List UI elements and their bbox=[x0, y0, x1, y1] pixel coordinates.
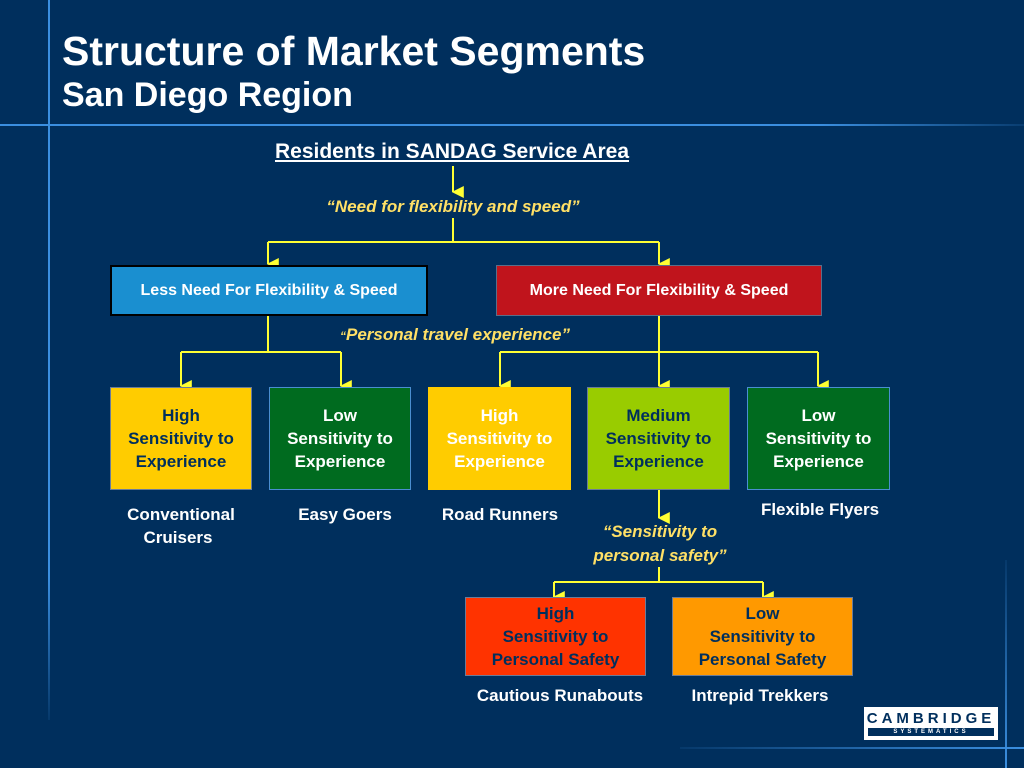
node-line: Sensitivity to bbox=[605, 429, 712, 448]
segment-road-runners: Road Runners bbox=[441, 505, 559, 524]
question-safety-line: “Sensitivity to bbox=[602, 522, 718, 541]
node-line: Sensitivity to bbox=[287, 429, 393, 448]
segment-cautious-runabouts: Cautious Runabouts bbox=[476, 686, 644, 705]
logo-top-text: CAMBRIDGE bbox=[866, 710, 996, 727]
node-line: High bbox=[536, 604, 575, 623]
question-safety: “Sensitivity to personal safety” bbox=[570, 520, 750, 568]
more-need-box: More Need For Flexibility & Speed bbox=[496, 265, 822, 316]
node-line: Low bbox=[801, 406, 836, 425]
question-experience-text: Personal travel experience” bbox=[346, 325, 570, 344]
node-line: Experience bbox=[294, 452, 386, 471]
node-line: Sensitivity to bbox=[128, 429, 234, 448]
logo-bottom-text: SYSTEMATICS bbox=[893, 729, 969, 735]
less-need-label: Less Need For Flexibility & Speed bbox=[140, 281, 398, 299]
node-line: Low bbox=[323, 406, 357, 425]
segment-intrepid-trekkers: Intrepid Trekkers bbox=[691, 686, 829, 705]
question-experience-open-quote: “ bbox=[340, 329, 347, 343]
node-line: Experience bbox=[135, 452, 227, 471]
node-line: Sensitivity to bbox=[765, 429, 872, 448]
node-line: High bbox=[480, 406, 519, 425]
node-line: Medium bbox=[626, 406, 691, 425]
segment-easy-goers: Easy Goers bbox=[298, 505, 392, 524]
question-flexibility: “Need for flexibility and speed” bbox=[326, 197, 580, 216]
node-line: Low bbox=[745, 604, 780, 623]
slide-title: Structure of Market Segments bbox=[62, 28, 646, 74]
root-node-label: Residents in SANDAG Service Area bbox=[274, 140, 630, 163]
node-line: Experience bbox=[773, 452, 864, 471]
node-line: Personal Safety bbox=[698, 650, 827, 669]
segment-line: Conventional bbox=[127, 505, 235, 524]
bottom-rule bbox=[680, 747, 1024, 749]
more-need-label: More Need For Flexibility & Speed bbox=[529, 281, 789, 299]
node-line: Sensitivity to bbox=[709, 627, 816, 646]
less-need-box: Less Need For Flexibility & Speed bbox=[110, 265, 428, 316]
node-line: Sensitivity to bbox=[446, 429, 553, 448]
node-line: Personal Safety bbox=[491, 650, 620, 669]
node-line: Experience bbox=[454, 452, 545, 471]
node-line: High bbox=[162, 406, 200, 425]
node-line: Sensitivity to bbox=[502, 627, 609, 646]
right-vertical-rule bbox=[1005, 560, 1007, 768]
logo-bar bbox=[868, 728, 994, 736]
left-vertical-rule bbox=[48, 0, 50, 720]
title-divider bbox=[0, 124, 1024, 126]
node-line: Experience bbox=[613, 452, 704, 471]
segment-line: Cruisers bbox=[143, 528, 213, 547]
cambridge-systematics-logo: CAMBRIDGE SYSTEMATICS bbox=[864, 707, 998, 740]
segment-flexible-flyers: Flexible Flyers bbox=[760, 500, 880, 519]
slide-subtitle: San Diego Region bbox=[62, 76, 353, 114]
question-safety-line: personal safety” bbox=[593, 546, 727, 565]
question-experience: “Personal travel experience” bbox=[300, 325, 610, 345]
